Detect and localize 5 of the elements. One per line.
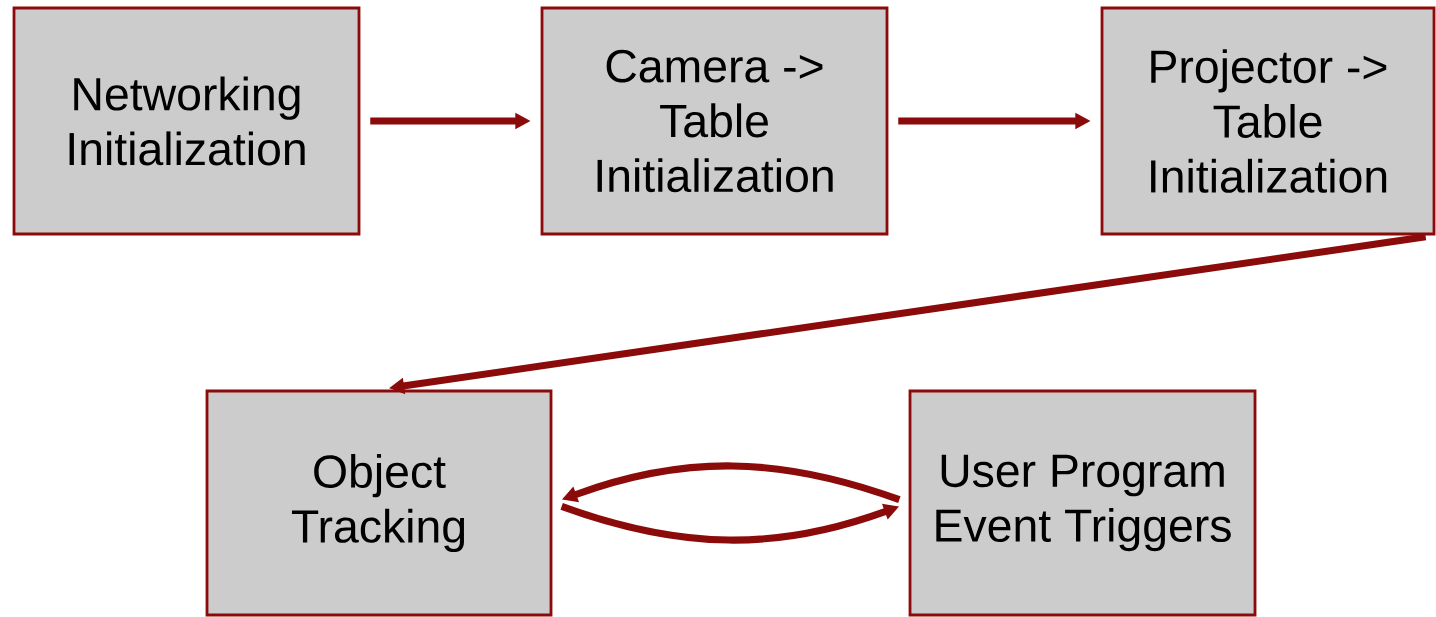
process-box: Camera -> Table Initialization	[540, 6, 889, 236]
process-box: Networking Initialization	[12, 6, 361, 236]
process-box: User Program Event Triggers	[908, 389, 1257, 617]
process-box: Object Tracking	[205, 389, 553, 617]
process-box: Projector -> Table Initialization	[1100, 6, 1436, 236]
